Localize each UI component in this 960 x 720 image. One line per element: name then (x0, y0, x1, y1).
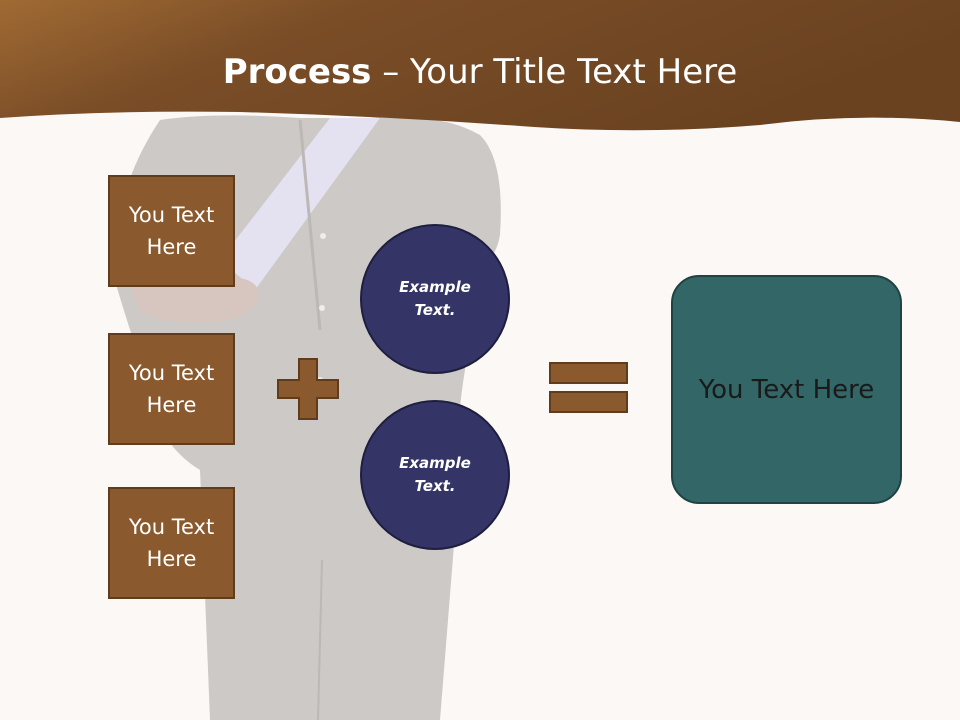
equals-icon (549, 362, 628, 413)
input-box-2: You Text Here (108, 333, 235, 445)
example-circle-1: Example Text. (360, 224, 510, 374)
slide-title: Process – Your Title Text Here (0, 52, 960, 92)
example-circle-2: Example Text. (360, 400, 510, 550)
example-circle-2-text: Example Text. (399, 454, 471, 495)
header-banner (0, 0, 960, 131)
result-box-text: You Text Here (698, 374, 875, 405)
example-circle-1-text: Example Text. (399, 278, 471, 319)
input-box-3: You Text Here (108, 487, 235, 599)
input-box-3-text: You Text Here (128, 515, 215, 571)
input-box-1: You Text Here (108, 175, 235, 287)
result-box: You Text Here (671, 275, 902, 504)
title-bold: Process (222, 52, 372, 92)
title-rest: – Your Title Text Here (371, 52, 738, 92)
plus-icon (277, 358, 339, 420)
input-box-2-text: You Text Here (128, 361, 215, 417)
input-box-1-text: You Text Here (128, 203, 215, 259)
